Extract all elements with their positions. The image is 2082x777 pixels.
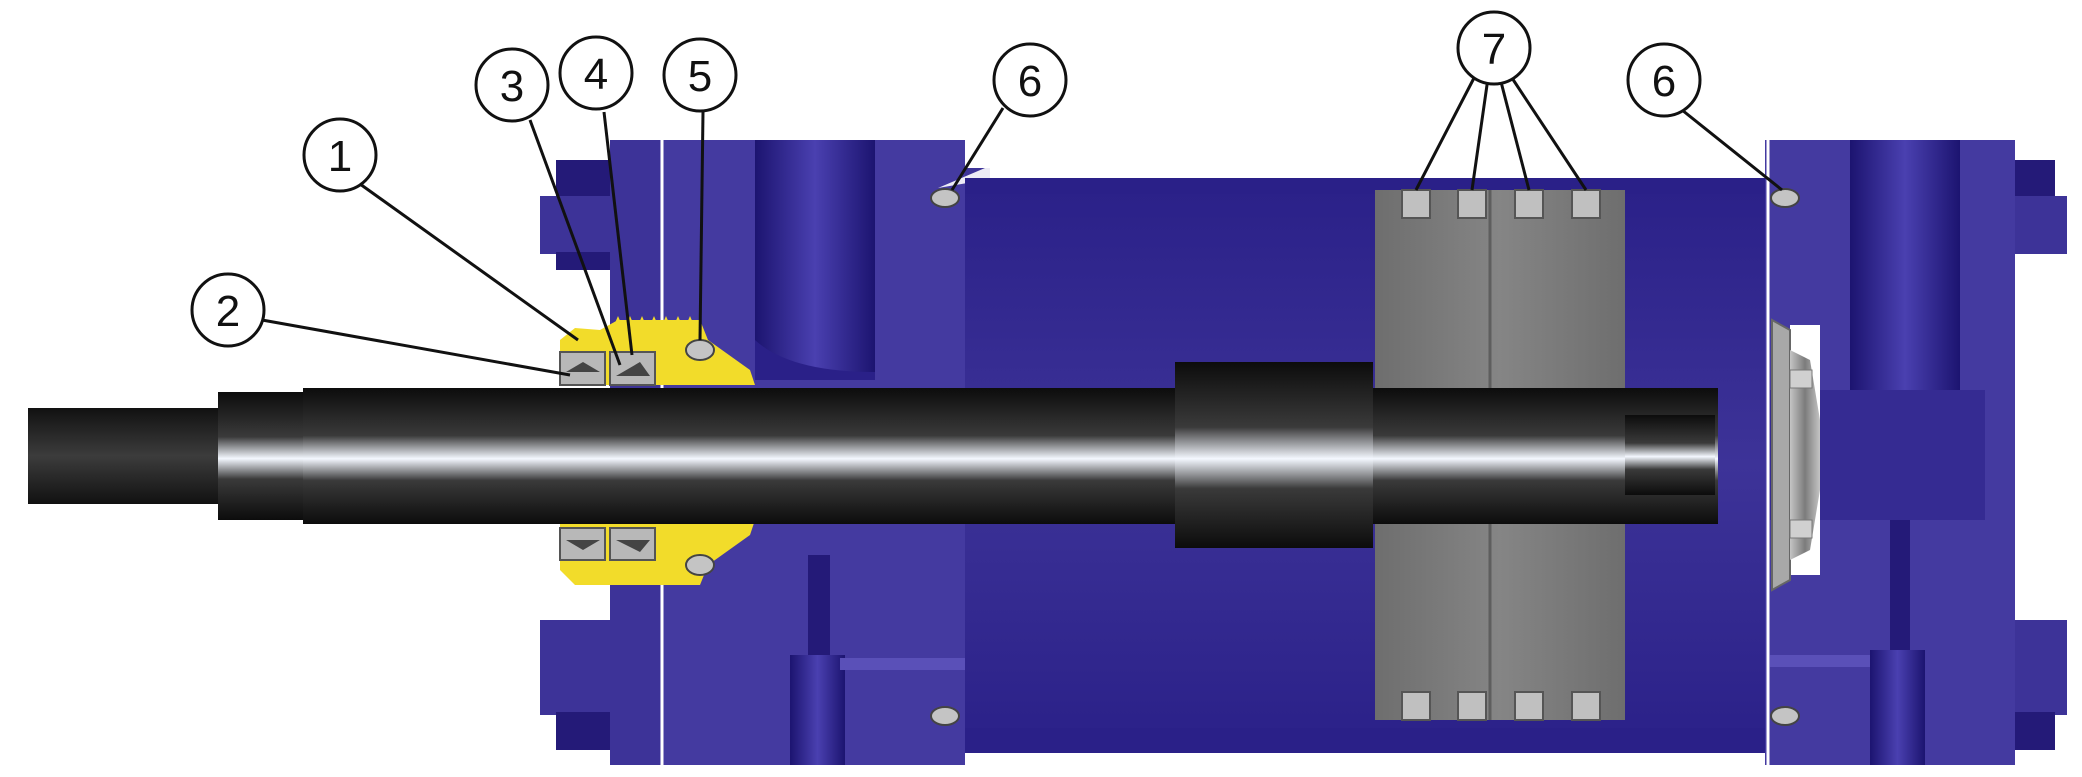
leader-lines	[261, 77, 1783, 377]
o-ring-barrel-right-bottom	[1770, 706, 1800, 726]
callout-label: 3	[500, 62, 524, 111]
o-ring-barrel-left-bottom	[930, 706, 960, 726]
tie-rod-bolt-top-right	[2015, 160, 2067, 254]
callout-label: 2	[216, 287, 240, 336]
o-ring-barrel-right-top	[1770, 188, 1800, 208]
tie-rod-bolt-top-left	[540, 160, 612, 270]
tie-rod-bolt-bottom-left	[540, 620, 612, 750]
rod-seal	[609, 351, 656, 561]
callout-label: 4	[584, 50, 608, 99]
piston-rod	[28, 362, 1718, 548]
callout-3: 3	[474, 47, 550, 123]
callout-6-left: 6	[992, 42, 1068, 118]
o-ring-gland-bottom	[685, 554, 715, 576]
callout-6-right: 6	[1626, 42, 1702, 118]
tie-rod-bolt-bottom-right	[2015, 620, 2067, 750]
callout-1: 1	[302, 117, 378, 193]
callout-2: 2	[190, 272, 266, 348]
o-ring-barrel-left-top	[930, 188, 960, 208]
callout-label: 6	[1018, 57, 1042, 106]
o-ring-gland-top	[685, 339, 715, 361]
callout-5: 5	[662, 37, 738, 113]
callout-4: 4	[558, 35, 634, 111]
callout-label: 6	[1652, 57, 1676, 106]
callout-label: 5	[688, 52, 712, 101]
callout-label: 1	[328, 132, 352, 181]
piston-seals-top	[1401, 189, 1601, 219]
cushion-check-valve	[1771, 318, 1820, 592]
piston-seals-bottom	[1401, 691, 1601, 721]
callout-7: 7	[1456, 10, 1532, 86]
callout-label: 7	[1482, 25, 1506, 74]
